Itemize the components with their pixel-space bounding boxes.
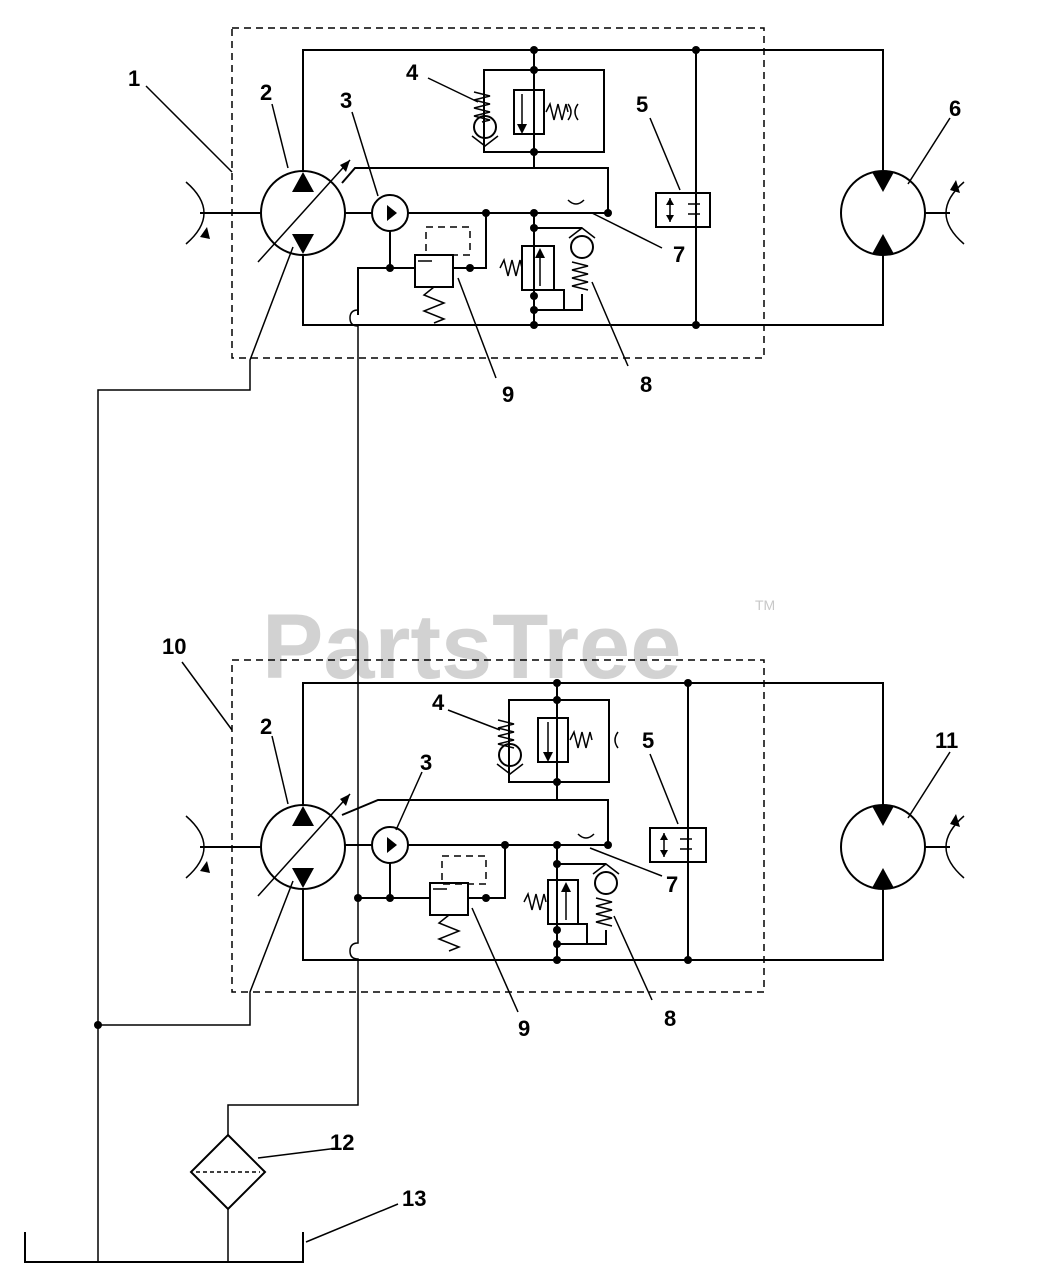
variable-pump bbox=[257, 159, 351, 263]
motor-arrow-up-icon bbox=[872, 234, 894, 254]
transmission-housing-outline bbox=[231, 27, 765, 359]
bypass-valve-upper bbox=[649, 683, 707, 960]
callout-6: 6 bbox=[949, 96, 961, 121]
reservoir bbox=[24, 1232, 304, 1263]
callout-3-lower: 3 bbox=[420, 750, 432, 775]
variable-arrowhead bbox=[340, 160, 350, 172]
rotation-arrowhead bbox=[200, 227, 210, 239]
callout-2-lower: 2 bbox=[260, 714, 272, 739]
watermark-text: PartsTree bbox=[262, 596, 681, 698]
callout-4: 4 bbox=[406, 60, 419, 85]
orifice-lower bbox=[577, 833, 595, 839]
orifice-upper bbox=[567, 199, 585, 205]
case-drain-line bbox=[97, 246, 294, 1262]
transmission-lower bbox=[94, 659, 965, 1029]
pump-arrow-down-icon bbox=[292, 868, 314, 888]
filter bbox=[189, 1133, 267, 1262]
charge-pump-arrow-icon bbox=[387, 837, 397, 853]
charge-pump bbox=[371, 194, 409, 232]
variable-pump bbox=[257, 793, 351, 897]
wheel-motor-upper bbox=[840, 170, 965, 256]
pump-arrow-down-icon bbox=[292, 234, 314, 254]
transmission-upper bbox=[97, 27, 965, 1262]
callout-9-lower: 9 bbox=[518, 1016, 530, 1041]
transmission-housing-outline bbox=[231, 659, 765, 993]
callout-10: 10 bbox=[162, 634, 186, 659]
charge-pump bbox=[371, 826, 409, 864]
callout-7-lower: 7 bbox=[666, 872, 678, 897]
callout-leaders bbox=[145, 77, 951, 1243]
pump-arrow-up-icon bbox=[292, 172, 314, 192]
callout-4-lower: 4 bbox=[432, 690, 445, 715]
loop-line-top bbox=[302, 682, 884, 805]
bypass-valve-upper bbox=[655, 50, 711, 325]
callout-3: 3 bbox=[340, 88, 352, 113]
relief-check-assembly-lower bbox=[523, 845, 620, 960]
callout-5: 5 bbox=[636, 92, 648, 117]
motor-arrow-down-icon bbox=[872, 172, 894, 192]
callout-13: 13 bbox=[402, 1186, 426, 1211]
callout-numbers: 1 2 3 4 5 6 7 8 9 10 2 3 4 5 11 7 8 9 12… bbox=[128, 60, 961, 1211]
callout-8: 8 bbox=[640, 372, 652, 397]
charge-supply-line bbox=[227, 268, 359, 1135]
relief-check-assembly-upper bbox=[471, 50, 605, 168]
callout-7: 7 bbox=[673, 242, 685, 267]
motor-arrow-down-icon bbox=[872, 806, 894, 826]
pump-arrow-up-icon bbox=[292, 806, 314, 826]
charge-pump-arrow-icon bbox=[387, 205, 397, 221]
callout-1: 1 bbox=[128, 66, 140, 91]
loop-line-bottom bbox=[302, 255, 884, 326]
input-rotation-arrow bbox=[185, 815, 205, 879]
case-drain-line bbox=[98, 880, 294, 1026]
loop-line-top bbox=[302, 49, 884, 170]
callout-8-lower: 8 bbox=[664, 1006, 676, 1031]
relief-check-assembly-lower bbox=[499, 213, 596, 325]
motor-arrow-up-icon bbox=[872, 868, 894, 888]
loop-line-bottom bbox=[302, 890, 884, 961]
callout-11: 11 bbox=[935, 728, 958, 753]
input-rotation-arrow bbox=[185, 181, 205, 245]
callout-9: 9 bbox=[502, 382, 514, 407]
watermark-trademark: TM bbox=[755, 597, 775, 613]
callout-5-lower: 5 bbox=[642, 728, 654, 753]
callout-12: 12 bbox=[330, 1130, 354, 1155]
wheel-motor-lower bbox=[840, 804, 965, 890]
callout-2: 2 bbox=[260, 80, 272, 105]
